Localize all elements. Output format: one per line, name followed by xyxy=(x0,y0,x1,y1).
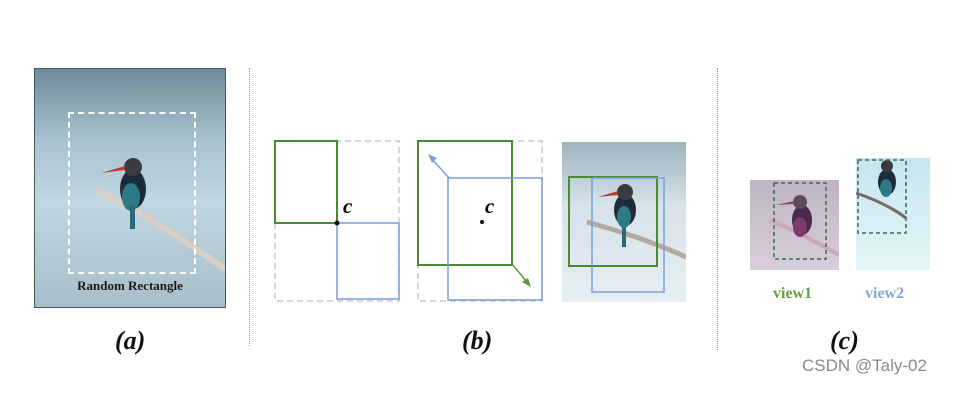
blue-crop-left xyxy=(336,222,400,300)
caption-b: (b) xyxy=(462,326,493,355)
view2-dashed-box xyxy=(857,159,907,234)
view1-bird xyxy=(769,182,839,260)
bird-illustration-b xyxy=(568,176,686,293)
green-crop-right xyxy=(417,140,513,266)
center-point-right xyxy=(480,220,484,224)
green-arrow-line xyxy=(511,263,528,283)
separator-left xyxy=(249,68,250,346)
view1-label: view1 xyxy=(773,285,813,302)
blue-crop-right xyxy=(447,177,543,301)
view2-thumbnail xyxy=(856,158,930,270)
caption-c: (c) xyxy=(830,326,859,355)
green-crop-left xyxy=(274,140,338,224)
separator-right xyxy=(717,68,718,350)
random-rectangle-label: Random Rectangle xyxy=(77,278,183,293)
green-crop-overlay xyxy=(568,176,658,267)
blue-arrow-line xyxy=(431,158,450,179)
green-arrow-head xyxy=(522,278,531,287)
watermark: CSDN @Taly-02 xyxy=(802,356,927,375)
caption-a: (a) xyxy=(115,326,146,355)
view2-bird xyxy=(856,159,907,234)
center-label-right: c xyxy=(485,194,495,218)
crop-diagram-b xyxy=(274,140,543,302)
bird-photo-b xyxy=(562,142,686,302)
view1-thumbnail xyxy=(750,180,839,270)
view1-dashed-box xyxy=(773,182,827,260)
center-point-left xyxy=(334,220,340,226)
view2-label: view2 xyxy=(865,285,905,302)
bird-illustration-a xyxy=(93,158,225,272)
center-label-left: c xyxy=(343,194,353,218)
blue-crop-overlay xyxy=(591,177,665,293)
random-rectangle-box xyxy=(68,112,196,274)
blue-arrow-head xyxy=(428,154,437,163)
